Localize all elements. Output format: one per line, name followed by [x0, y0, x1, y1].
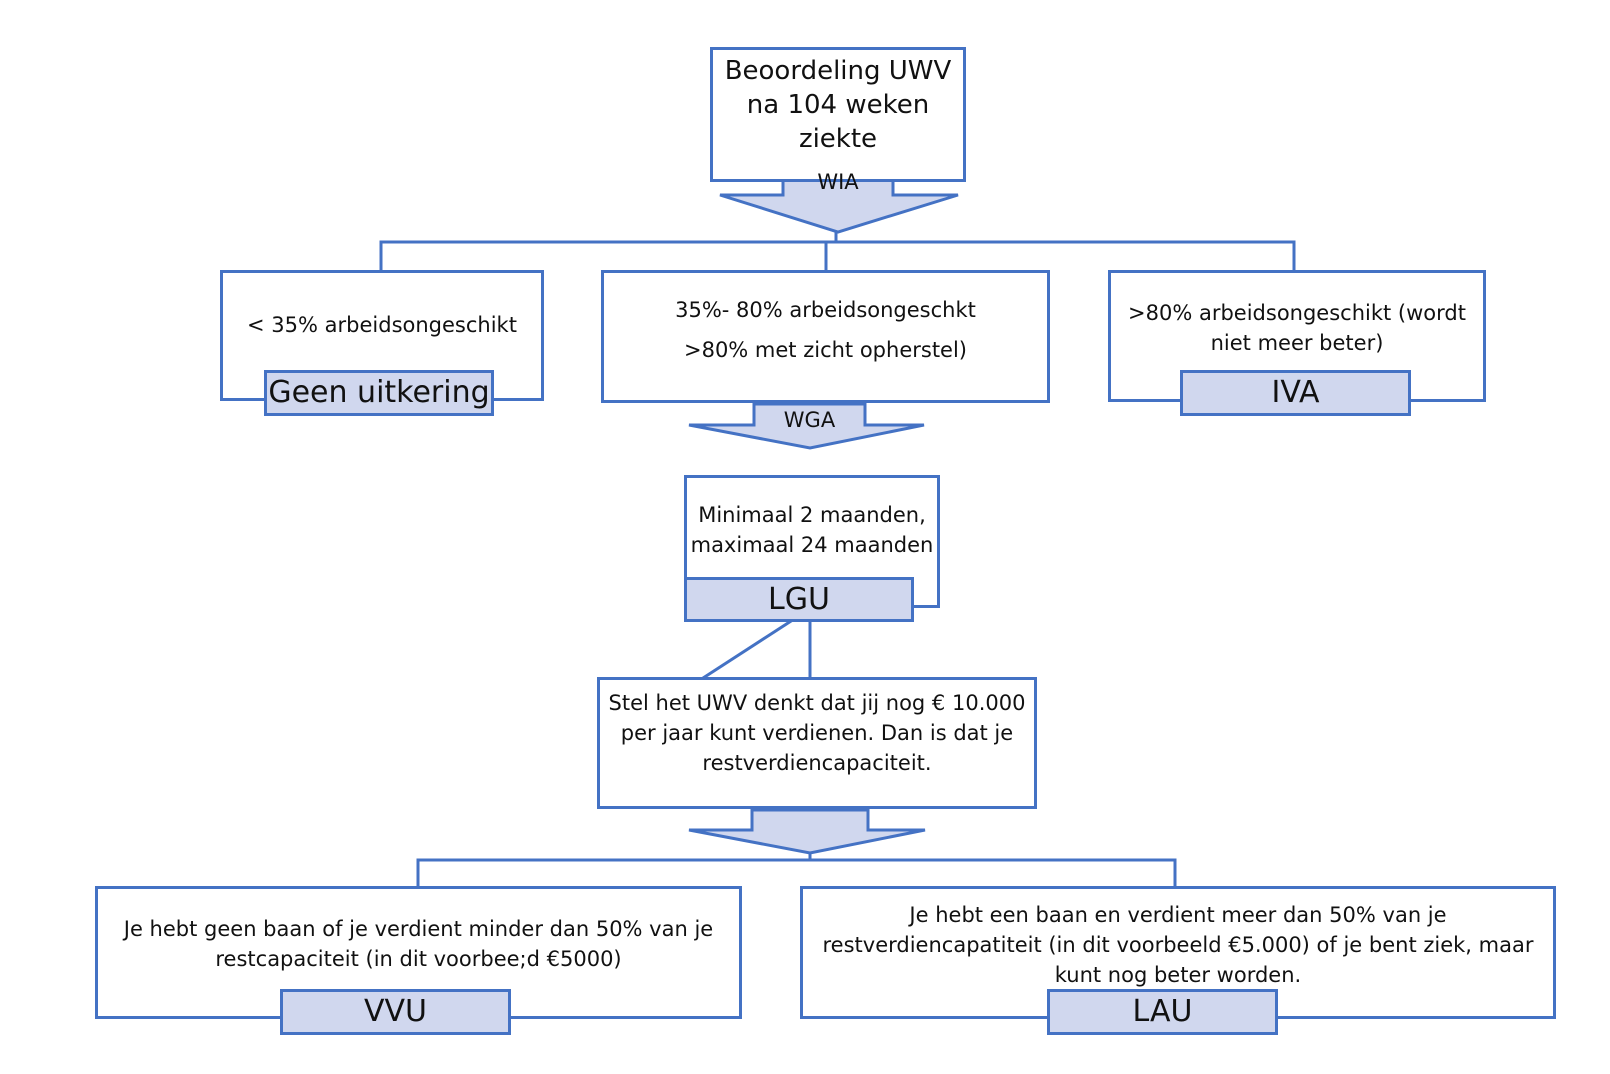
over-80-line-2: niet meer beter): [1210, 331, 1384, 355]
under-35-text: < 35% arbeidsongeschikt: [247, 313, 517, 337]
lau-text: Je hebt een baan en verdient meer dan 50…: [800, 900, 1556, 990]
capacity-line-3: restverdiencapaciteit.: [702, 751, 932, 775]
assessment-line-2: na 104 weken: [746, 90, 930, 120]
vvu-label: VVU: [280, 989, 511, 1035]
lgu-line-2: maximaal 24 maanden: [690, 533, 934, 557]
vvu-line-1: Je hebt geen baan of je verdient minder …: [123, 917, 714, 941]
vvu-line-2: restcapaciteit (in dit voorbee;d €5000): [215, 947, 622, 971]
35-80-text: 35%- 80% arbeidsongeschkt >80% met zicht…: [606, 290, 1045, 370]
assessment-line-3: ziekte: [798, 124, 878, 154]
over-80-text: >80% arbeidsongeschikt (wordt niet meer …: [1113, 298, 1481, 358]
assessment-box: [710, 47, 966, 182]
geen-uitkering-label: Geen uitkering: [264, 370, 494, 416]
vvu-text: Je hebt geen baan of je verdient minder …: [95, 914, 742, 974]
iva-label: IVA: [1180, 370, 1411, 416]
lau-line-1: Je hebt een baan en verdient meer dan 50…: [909, 903, 1447, 927]
capacity-text: Stel het UWV denkt dat jij nog € 10.000 …: [597, 688, 1037, 778]
wga-arrow-label: WGA: [783, 408, 836, 432]
capacity-line-2: per jaar kunt verdienen. Dan is dat je: [620, 721, 1014, 745]
capacity-box: [597, 677, 1037, 809]
35-80-box: [601, 270, 1050, 403]
lgu-line-1: Minimaal 2 maanden,: [698, 503, 926, 527]
35-80-line-1: 35%- 80% arbeidsongeschkt: [675, 298, 976, 322]
lgu-label: LGU: [684, 577, 914, 622]
capacity-line-1: Stel het UWV denkt dat jij nog € 10.000: [608, 691, 1026, 715]
35-80-line-2: >80% met zicht opherstel): [683, 338, 968, 362]
lau-label: LAU: [1047, 989, 1278, 1035]
wia-arrow-label: WIA: [817, 170, 859, 194]
lau-line-2: restverdiencapatiteit (in dit voorbeeld …: [822, 933, 1534, 957]
lgu-text: Minimaal 2 maanden, maximaal 24 maanden: [684, 500, 940, 560]
lau-line-3: kunt nog beter worden.: [1054, 963, 1302, 987]
assessment-line-1: Beoordeling UWV: [724, 56, 952, 86]
assessment-text: Beoordeling UWV na 104 weken ziekte: [700, 54, 976, 156]
over-80-line-1: >80% arbeidsongeschikt (wordt: [1128, 301, 1466, 325]
